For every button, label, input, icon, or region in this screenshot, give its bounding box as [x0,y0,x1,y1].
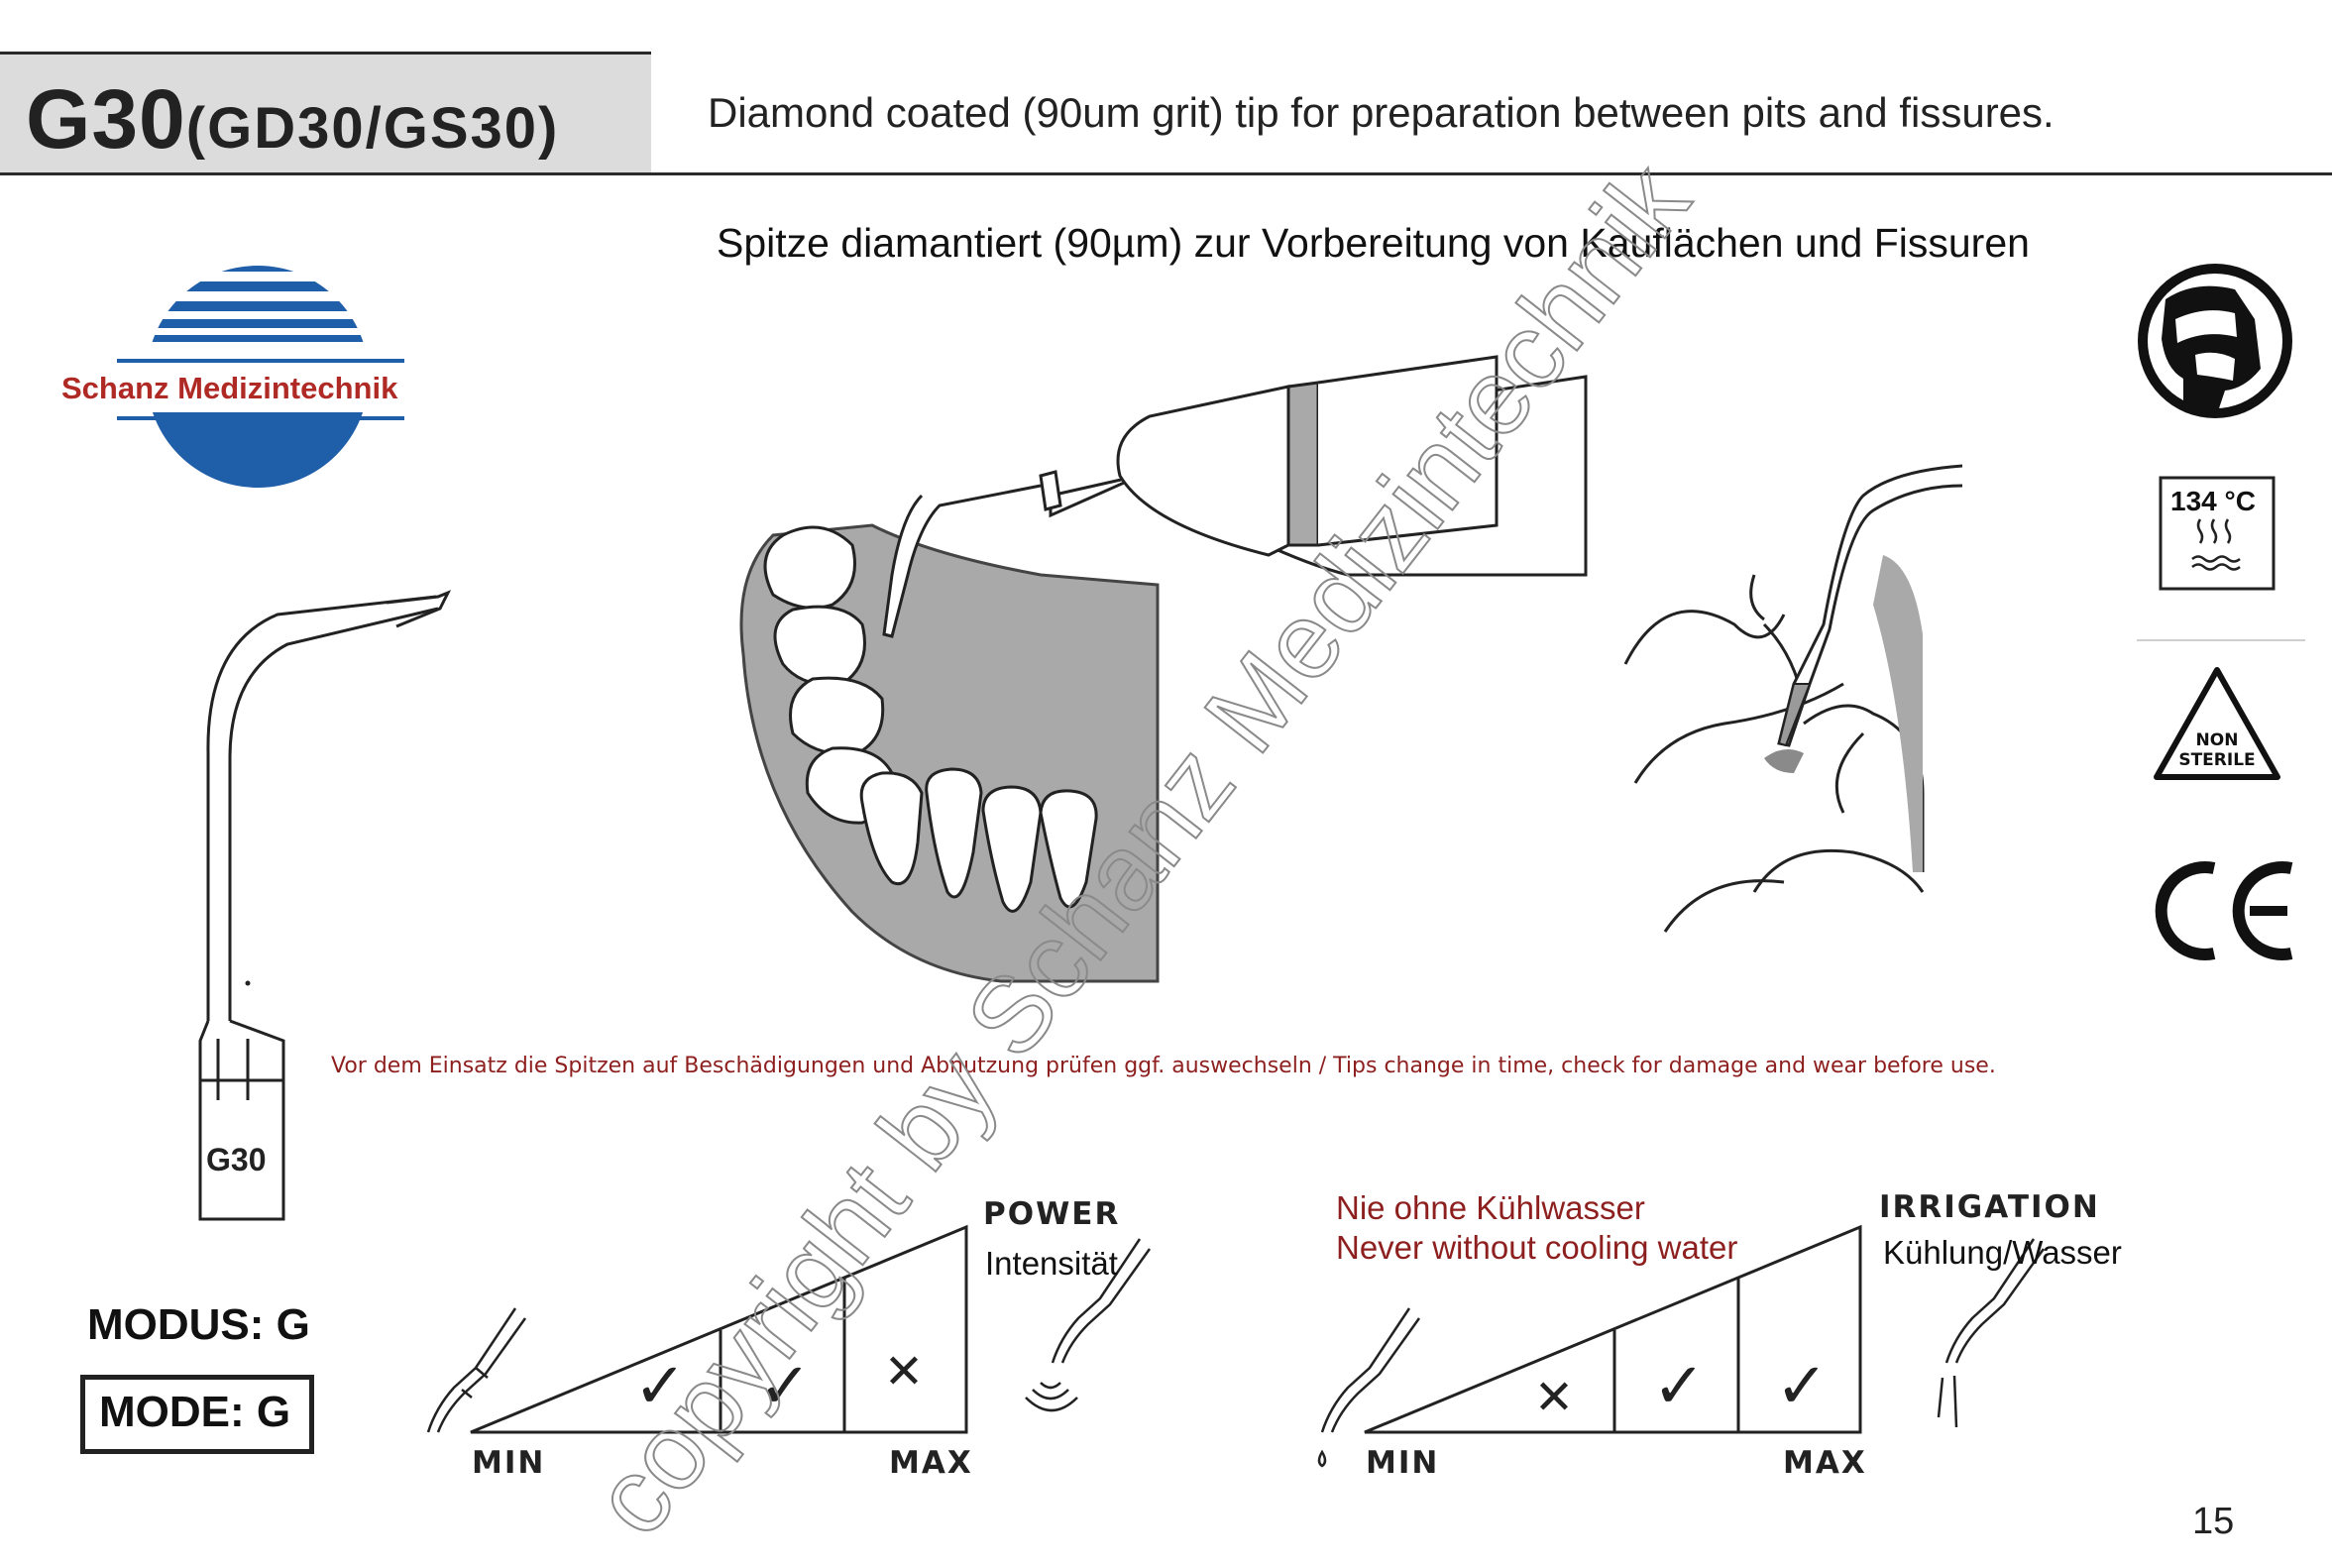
non-sterile-icon: NON STERILE [2154,667,2280,780]
company-logo [115,266,406,488]
header-divider [0,172,2332,175]
power-max-handpiece-icon [1025,1238,1152,1412]
mode-label-german: MODUS: G [87,1300,310,1349]
tip-code-label: G30 [206,1142,267,1177]
product-code: G30 [26,72,186,166]
ce-mark-icon [2155,861,2293,960]
irrigation-level-2-check: ✓ [1652,1350,1706,1423]
mode-box [80,1375,314,1454]
irrigation-scale: ✕ ✓ ✓ [1317,1224,2046,1468]
sterilization-temperature-label: 134 °C [2170,486,2256,516]
description-english: Diamond coated (90um grit) tip for prepa… [708,89,2054,136]
product-variants: (GD30/GS30) [185,96,560,161]
power-min-label: MIN [472,1445,546,1481]
irrigation-max-handpiece-icon [1937,1238,2046,1428]
power-subtitle: Intensität [985,1245,1118,1282]
non-sterile-line2: STERILE [2178,750,2255,770]
jaw-handpiece-illustration [739,355,1588,983]
irrigation-level-3-check: ✓ [1775,1350,1829,1423]
irrigation-max-label: MAX [1783,1445,1867,1481]
irrigation-min-handpiece-icon [1317,1307,1421,1468]
irrigation-note-english: Never without cooling water [1336,1229,1738,1266]
power-level-3-cross: ✕ [884,1344,924,1400]
power-level-1-check: ✓ [633,1350,687,1423]
power-min-handpiece-icon [426,1307,527,1433]
irrigation-subtitle: Kühlung/Wasser [1883,1234,2122,1271]
icon-divider [2137,639,2305,641]
irrigation-min-label: MIN [1366,1445,1440,1481]
sterilization-temperature-icon [2159,476,2276,591]
irrigation-note-german: Nie ohne Kühlwasser [1336,1189,1645,1226]
tooth-closeup-illustration [1623,464,1963,933]
power-scale: ✓ ✓ ✕ [426,1224,1152,1434]
page-number: 15 [2192,1501,2235,1542]
header-code-panel [0,52,651,173]
usage-warning: Vor dem Einsatz die Spitzen auf Beschädi… [331,1054,1996,1078]
description-german: Spitze diamantiert (90µm) zur Vorbereitu… [717,220,2030,266]
power-level-2-check: ✓ [758,1350,812,1423]
protective-equipment-icon [2138,264,2292,418]
tip-illustration [198,590,452,1221]
irrigation-title: IRRIGATION [1879,1189,2100,1225]
power-max-label: MAX [889,1445,973,1481]
non-sterile-line1: NON [2196,730,2239,750]
mode-label-english: MODE: G [99,1388,291,1436]
company-name: Schanz Medizintechnik [61,371,398,405]
irrigation-level-1-cross: ✕ [1534,1370,1574,1425]
watermark-text: copyright by Schanz Medizintechnik [569,141,1712,1556]
product-code-heading: G30(GD30/GS30) [26,71,559,168]
power-title: POWER [983,1196,1121,1232]
